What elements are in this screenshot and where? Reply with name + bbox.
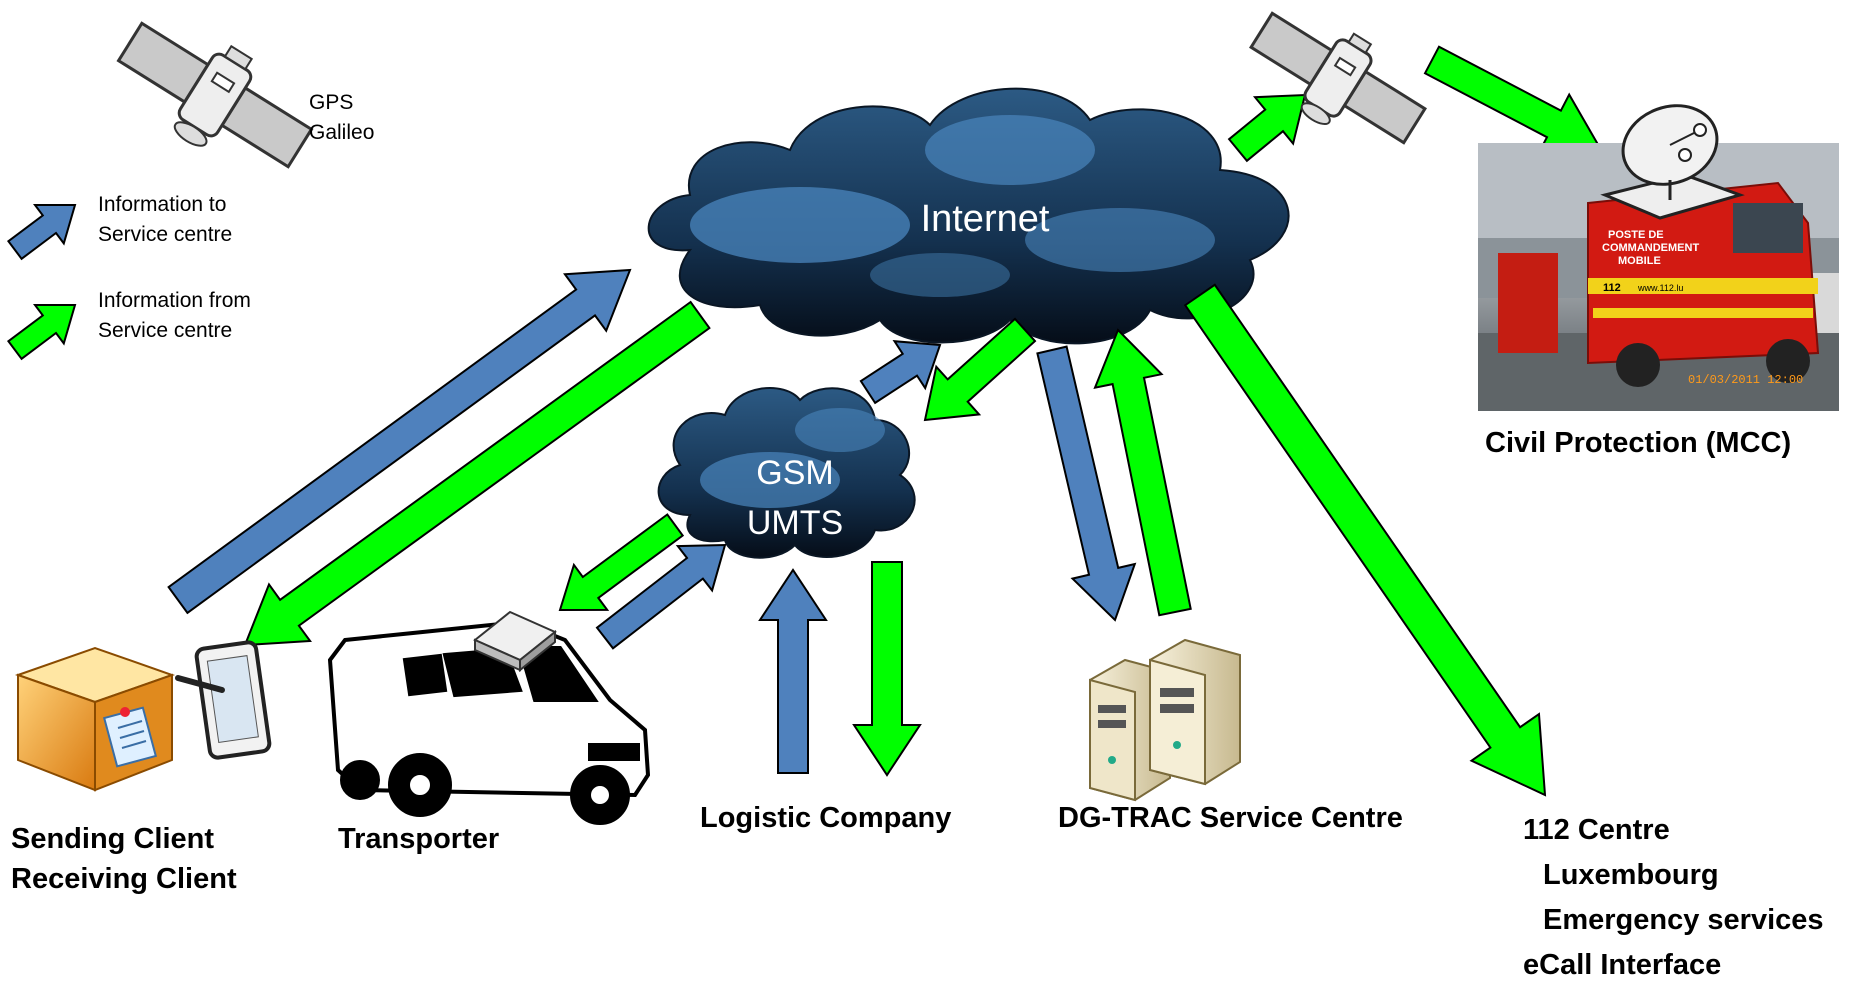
clients-label: Sending Client Receiving Client <box>11 819 237 899</box>
arrow-internet-to-client <box>243 300 711 647</box>
arrow-logistic-to-gsm <box>758 568 828 774</box>
legend-to-service-line1: Information to <box>98 193 227 216</box>
arrow-gsm-to-logistic <box>852 561 922 777</box>
arrow-client-to-internet <box>167 268 632 615</box>
centre-112-line4: eCall Interface <box>1523 949 1722 981</box>
comm-satellite-icon <box>1249 11 1427 145</box>
delivery-van-icon <box>327 619 651 825</box>
gsm-umts-label: GSM UMTS <box>735 448 855 548</box>
legend-green-arrow <box>6 304 77 361</box>
arrow-internet-to-satellite <box>1227 93 1307 163</box>
centre-112-line3: Emergency services <box>1543 904 1824 936</box>
centre-112-line2: Luxembourg <box>1543 859 1719 891</box>
tablet-icon <box>175 640 272 760</box>
transporter-label: Transporter <box>338 823 500 855</box>
arrow-satellite-to-civil <box>1423 45 1602 155</box>
civil-protection-label: Civil Protection (MCC) <box>1485 427 1792 459</box>
legend-to-service: Information to Service centre <box>98 190 232 250</box>
gps-satellite-icon <box>116 21 314 169</box>
arrow-truck-to-gsm <box>595 543 727 650</box>
arrow-gsm-to-internet <box>859 340 942 405</box>
arrow-internet-to-112 <box>1183 283 1547 797</box>
legend-to-service-line2: Service centre <box>98 223 233 246</box>
legend-from-service-line2: Service centre <box>98 319 233 342</box>
centre-112-line1: 112 Centre <box>1523 814 1670 846</box>
van-text-num: 112 <box>1603 282 1621 294</box>
photo-drawing: POSTE DE COMMANDEMENT MOBILE 112 www.112… <box>1478 143 1839 411</box>
arrow-internet-to-dgtrac <box>1036 345 1137 622</box>
centre-112-label: 112 Centre Luxembourg Emergency services… <box>1523 808 1824 988</box>
internet-cloud <box>647 87 1290 345</box>
server-icon <box>1089 638 1241 802</box>
arrow-gsm-to-truck <box>558 513 685 612</box>
gps-tracker-icon <box>473 610 557 673</box>
van-text-3: MOBILE <box>1618 255 1661 267</box>
gsm-umts-cloud <box>657 387 916 559</box>
logistic-company-label: Logistic Company <box>700 802 952 834</box>
receiving-client-label: Receiving Client <box>11 863 237 895</box>
legend-blue-arrow <box>6 204 77 261</box>
van-text-web: www.112.lu <box>1637 283 1683 293</box>
legend-from-service-line1: Information from <box>98 289 251 312</box>
legend-from-service: Information from Service centre <box>98 286 251 346</box>
satellite-dish-icon <box>1600 104 1745 220</box>
arrows-layer <box>6 45 1602 797</box>
satellite-label-gps: GPS <box>309 91 354 114</box>
internet-label: Internet <box>920 198 1050 240</box>
gsm-label: GSM <box>756 454 834 492</box>
satellite-label-galileo: Galileo <box>309 121 375 144</box>
van-text-2: COMMANDEMENT <box>1602 242 1699 254</box>
umts-label: UMTS <box>746 504 844 542</box>
arrow-internet-to-gsm <box>923 317 1037 422</box>
dg-trac-label: DG-TRAC Service Centre <box>1058 802 1403 834</box>
satellite-label: GPS Galileo <box>309 88 374 148</box>
van-text-1: POSTE DE <box>1608 229 1664 241</box>
arrow-dgtrac-to-internet <box>1093 328 1192 617</box>
photo-datestamp: 01/03/2011 12:00 <box>1688 373 1803 387</box>
sending-client-label: Sending Client <box>11 823 214 855</box>
parcel-box-icon <box>14 646 176 792</box>
